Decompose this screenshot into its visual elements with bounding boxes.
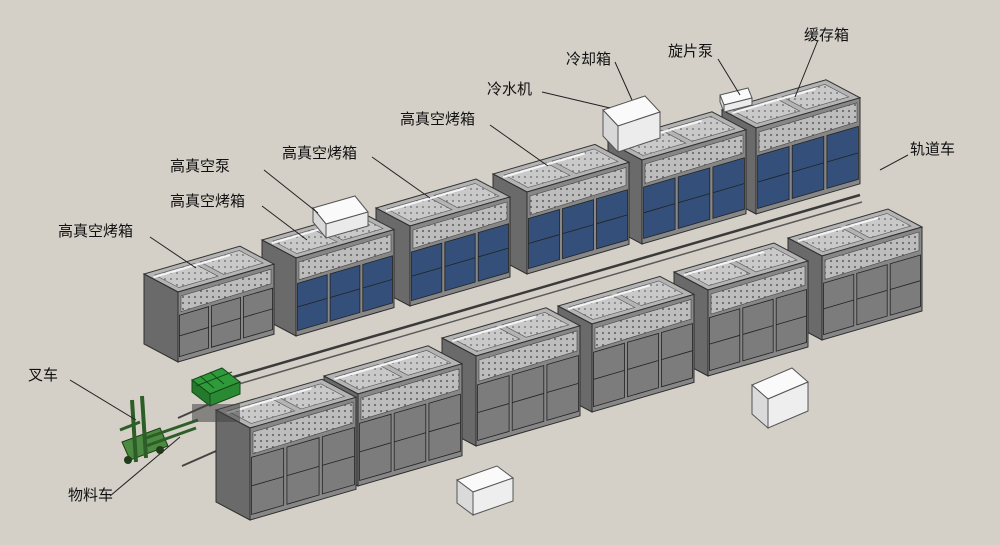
back-oven-4	[491, 143, 631, 275]
vacuum-pump-box	[312, 195, 369, 240]
label-rotary-pump: 旋片泵	[668, 42, 713, 60]
front-oven-3	[440, 307, 582, 447]
label-buffer-box: 缓存箱	[804, 26, 849, 44]
front-oven-1	[214, 378, 358, 521]
material-cart	[191, 367, 241, 422]
label-vacuum-pump: 高真空泵	[170, 157, 230, 175]
label-material-cart: 物料车	[68, 486, 113, 504]
front-oven-4	[556, 275, 696, 413]
spare-box-right	[751, 367, 809, 430]
back-oven-row	[142, 79, 862, 363]
back-oven-6	[720, 79, 862, 215]
front-oven-6	[786, 208, 924, 341]
back-oven-1	[142, 245, 276, 363]
label-forklift: 叉车	[28, 366, 58, 384]
forklift	[119, 395, 199, 464]
back-oven-5	[606, 111, 748, 245]
back-oven-3	[374, 178, 512, 307]
label-oven-3: 高真空烤箱	[282, 144, 357, 162]
leader-lines	[69, 39, 909, 497]
label-oven-4: 高真空烤箱	[400, 110, 475, 128]
front-oven-row	[214, 208, 924, 521]
label-cooling-box: 冷却箱	[566, 50, 611, 68]
spare-box-front	[455, 465, 515, 516]
label-chiller: 冷水机	[487, 80, 532, 98]
label-oven-1: 高真空烤箱	[58, 222, 133, 240]
label-rail-car: 轨道车	[910, 140, 955, 158]
cooling-box	[602, 95, 661, 154]
label-oven-2: 高真空烤箱	[170, 192, 245, 210]
labels: 高真空烤箱 高真空泵 高真空烤箱 高真空烤箱 高真空烤箱 冷水机 冷却箱 旋片泵…	[28, 26, 955, 504]
rotary-pump-box	[719, 87, 753, 113]
